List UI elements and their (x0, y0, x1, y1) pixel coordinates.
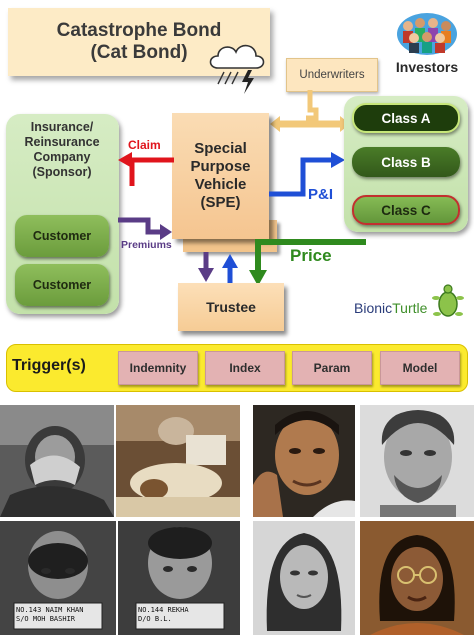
portrait-woman-2-image (360, 521, 474, 635)
class-b-pill: Class B (352, 147, 460, 177)
sponsor-line-3: Company (33, 150, 91, 164)
placard-line-1: NO.143 NAIM KHAN (16, 606, 84, 614)
claim-label: Claim (128, 138, 161, 152)
placard-text-1: NO.143 NAIM KHAN S/O MOH BASHIR (16, 606, 102, 624)
price-label: Price (290, 246, 332, 265)
triggers-label: Trigger(s) (12, 357, 86, 374)
spe-line-2: Purpose (190, 158, 251, 175)
brand-part-2: Turtle (392, 300, 428, 316)
title-line-2: (Cat Bond) (90, 42, 188, 63)
placard-text-2: NO.144 REKHA D/O B.L. (138, 606, 224, 624)
injured-child-photo (116, 405, 240, 517)
claim-arrow (118, 152, 174, 186)
spe-line-1: Special (194, 140, 247, 157)
underwriters-label: Underwriters (299, 69, 365, 81)
customer-box-1: Customer (15, 215, 109, 257)
crying-child-photo (0, 405, 114, 517)
mugshot-child-1-image (0, 521, 116, 635)
portrait-man-beard (360, 405, 474, 517)
trigger-model: Model (380, 351, 460, 385)
class-label: Class A (381, 110, 431, 126)
premiums-arrow (118, 217, 172, 240)
turtle-icon (432, 284, 464, 317)
sponsor-line-4: (Sponsor) (32, 165, 92, 179)
class-c-pill: Class C (352, 195, 460, 225)
mugshot-child-2-image (118, 521, 240, 635)
injured-child-image (116, 405, 240, 517)
sponsor-line-1: Insurance/ (30, 120, 94, 134)
portrait-woman-1-image (253, 521, 355, 635)
brand-part-1: Bionic (354, 300, 393, 316)
class-a-pill: Class A (352, 103, 460, 133)
storm-cloud-icon (209, 44, 265, 94)
trustee-label: Trustee (206, 299, 256, 315)
spe-trustee-arrows (198, 252, 238, 284)
investors-label: Investors (395, 59, 459, 75)
trigger-label: Indemnity (129, 361, 187, 375)
trigger-label: Index (229, 361, 261, 375)
placard-line-2: D/O B.L. (138, 615, 172, 623)
trigger-label: Model (402, 361, 438, 375)
sponsor-label: Insurance/ Reinsurance Company (Sponsor) (10, 120, 114, 180)
sponsor-line-2: Reinsurance (24, 135, 100, 149)
trigger-index: Index (205, 351, 285, 385)
spe-line-4: (SPE) (200, 194, 241, 211)
trustee-box: Trustee (178, 283, 284, 331)
trigger-indemnity: Indemnity (118, 351, 198, 385)
portrait-man-beard-image (360, 405, 474, 517)
underwriters-box: Underwriters (286, 58, 378, 92)
customer-box-2: Customer (15, 264, 109, 306)
bionic-turtle-logo: BionicTurtle (354, 300, 427, 316)
cat-bond-diagram: Catastrophe Bond (Cat Bond) Investors Un… (6, 8, 468, 392)
portrait-woman-1 (253, 521, 355, 635)
customer-label: Customer (32, 278, 92, 292)
spe-line-3: Vehicle (194, 176, 247, 193)
spe-box: Special Purpose Vehicle (SPE) (172, 113, 269, 239)
pi-arrow (269, 152, 345, 197)
placard-line-2: S/O MOH BASHIR (16, 615, 76, 623)
premiums-label: Premiums (121, 239, 172, 251)
pi-label: P&I (308, 186, 334, 203)
crying-child-image (0, 405, 114, 517)
title-line-1: Catastrophe Bond (56, 20, 222, 41)
mugshot-child-2: NO.144 REKHA D/O B.L. (118, 521, 240, 635)
placard-line-1: NO.144 REKHA (138, 606, 189, 614)
portrait-woman-2 (360, 521, 474, 635)
diagram-title: Catastrophe Bond (Cat Bond) (8, 8, 270, 76)
trigger-param: Param (292, 351, 372, 385)
investors-crowd-icon (397, 13, 457, 55)
mugshot-child-1: NO.143 NAIM KHAN S/O MOH BASHIR (0, 521, 116, 635)
class-label: Class C (381, 202, 431, 218)
portrait-man-hand (253, 405, 355, 517)
class-label: Class B (381, 154, 431, 170)
customer-label: Customer (32, 229, 92, 243)
underwriters-connector (270, 90, 350, 132)
price-arrow (249, 239, 366, 286)
trigger-label: Param (313, 361, 351, 375)
portrait-man-hand-image (253, 405, 355, 517)
